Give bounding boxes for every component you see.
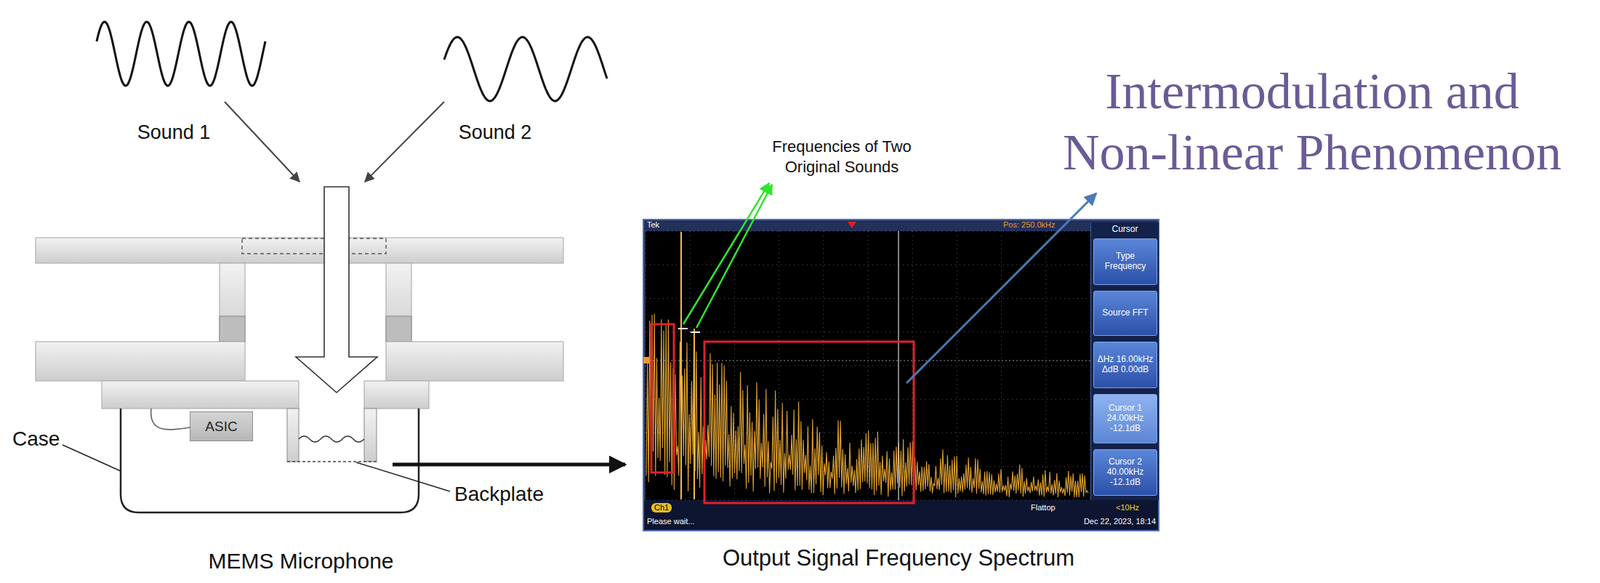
backplate-post — [287, 408, 299, 462]
status-text: Flattop — [1030, 503, 1056, 513]
substrate — [101, 380, 299, 409]
highlight-box — [651, 324, 674, 473]
grid-line — [645, 331, 1091, 333]
sine-wave — [96, 21, 266, 86]
trigger-marker — [847, 221, 857, 229]
fft-trace — [646, 231, 1089, 500]
graticule — [645, 231, 1091, 501]
menu-button: ΔHz 16.00kHz ΔdB 0.00dB — [1093, 341, 1158, 389]
grid-line — [822, 231, 824, 501]
status-text: Pos: 250.0kHz — [1003, 220, 1056, 230]
top-plate — [35, 237, 564, 264]
brand-label: Tek — [646, 220, 660, 230]
menu-button: Source FFT — [1093, 290, 1158, 336]
bond-wire — [151, 408, 190, 430]
post — [386, 263, 412, 342]
wave-label: Sound 2 — [458, 121, 533, 144]
callout-text: Frequencies of Two Original Sounds — [750, 136, 933, 177]
sine-wave — [444, 37, 607, 102]
node-text: Type Frequency — [1096, 251, 1155, 272]
tone-peak — [693, 328, 695, 500]
figure-caption: Output Signal Frequency Spectrum — [722, 545, 1075, 572]
wave-label: Sound 1 — [137, 121, 211, 144]
status-text: Please wait... — [646, 516, 695, 527]
cursor-line — [645, 360, 1091, 362]
tone-peak — [680, 231, 682, 500]
part-label: Backplate — [454, 482, 544, 506]
channel-badge: Ch1 — [651, 503, 672, 513]
grid-line — [1000, 231, 1002, 501]
grid-line — [1045, 231, 1047, 501]
pointer-arrow — [696, 184, 773, 328]
node-text: ΔHz 16.00kHz ΔdB 0.00dB — [1096, 354, 1155, 376]
board-plate — [386, 341, 564, 381]
node-text: Cursor 1 24.00kHz -12.1dB — [1096, 403, 1155, 434]
leader-line — [356, 462, 450, 492]
grid-line — [645, 231, 1091, 232]
screen-frame — [643, 219, 1159, 531]
menu-button: Cursor 2 40.00kHz -12.1dB — [1093, 449, 1158, 496]
gasket — [386, 316, 412, 342]
sound-path-arrow — [295, 186, 378, 393]
cursor-marker — [678, 327, 688, 330]
gasket — [219, 316, 245, 342]
pointer-arrow — [906, 193, 1097, 384]
grid-line — [645, 500, 1091, 501]
menu-button: Cursor 1 24.00kHz -12.1dB — [1093, 394, 1158, 444]
sound-arrow — [224, 101, 300, 182]
node-text: Cursor 2 40.00kHz -12.1dB — [1096, 457, 1155, 488]
timestamp: Dec 22, 2023, 18:14 — [1083, 516, 1156, 527]
sound-port — [242, 238, 387, 254]
cursor-line — [897, 231, 899, 501]
diaphragm — [298, 436, 365, 442]
reference-marker — [643, 356, 650, 364]
output-arrow — [392, 463, 626, 467]
callout-title: Intermodulation and Non-linear Phenomeno… — [1050, 61, 1574, 184]
chip-box: ASIC — [189, 411, 253, 442]
node-text: Cursor — [1091, 222, 1159, 235]
figure-caption: MEMS Microphone — [207, 548, 394, 575]
substrate — [364, 380, 429, 409]
node-text: Source FFT — [1102, 308, 1148, 319]
post — [219, 263, 245, 342]
highlight-box — [704, 341, 914, 504]
sound-arrow — [364, 101, 445, 182]
part-label: Case — [12, 427, 60, 451]
board-plate — [35, 341, 245, 381]
status-text: <10Hz — [1115, 503, 1140, 513]
sound-waves — [96, 21, 607, 102]
plot-area — [645, 231, 1091, 501]
backplate-line — [287, 460, 377, 462]
node-text: ASIC — [204, 418, 237, 435]
cursor-marker — [690, 331, 701, 333]
case-outline — [120, 408, 419, 513]
pointer-arrow — [683, 183, 770, 325]
top-bar — [644, 220, 1159, 232]
backplate-post — [364, 408, 377, 462]
menu-button: Type Frequency — [1093, 238, 1158, 285]
leader-line — [62, 444, 121, 472]
oscilloscope-screen — [643, 219, 1159, 531]
status-bar — [644, 500, 1159, 530]
menu-panel: CursorType FrequencySource FFT ΔHz 16.00k… — [1090, 222, 1159, 501]
